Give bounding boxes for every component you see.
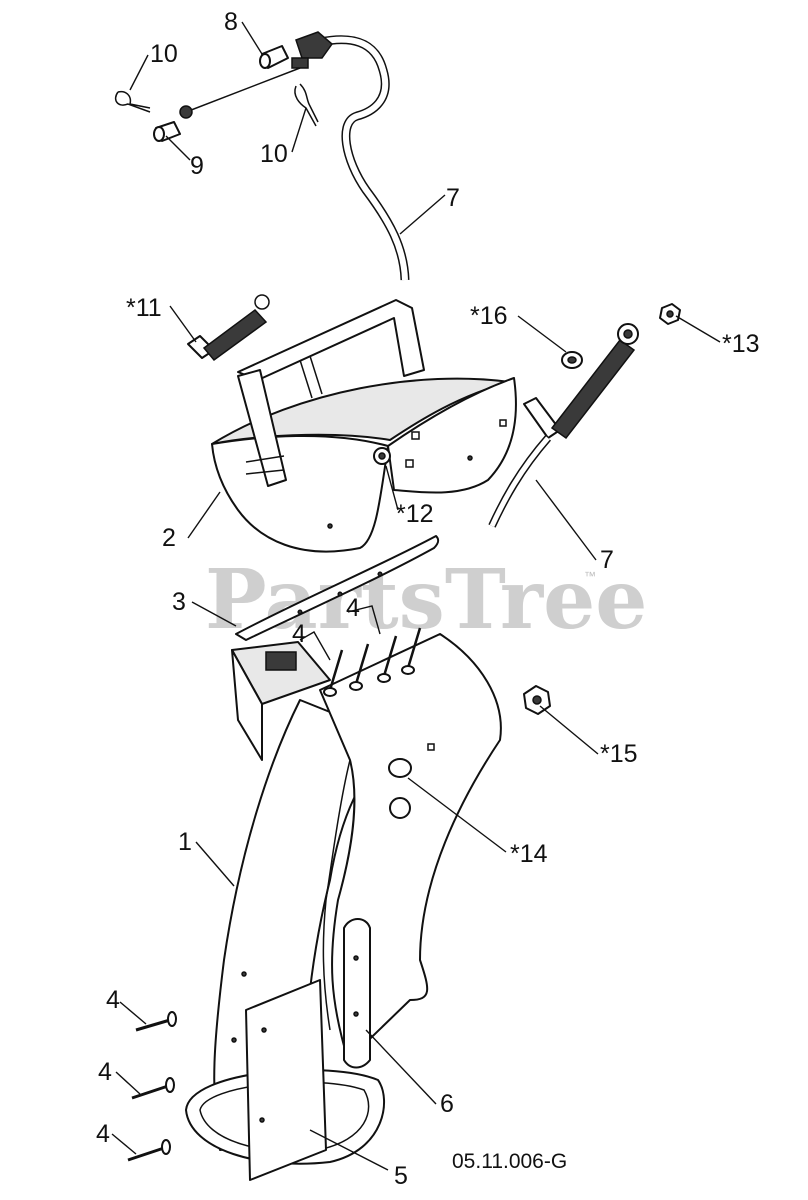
callout-10-mid: 10 <box>260 140 288 168</box>
callout-6: 6 <box>440 1090 454 1118</box>
callout-16: *16 <box>470 302 508 330</box>
part-13-nut[interactable] <box>659 303 681 325</box>
callout-15: *15 <box>600 740 638 768</box>
callout-5: 5 <box>394 1162 408 1190</box>
part-2-chute-deflector[interactable] <box>211 299 517 553</box>
callout-13: *13 <box>722 330 760 358</box>
callout-12: *12 <box>396 500 434 528</box>
callout-4-low-2: 4 <box>98 1058 112 1086</box>
part-7-cable-upper[interactable] <box>179 31 410 281</box>
part-10-hairpin-clip-mid[interactable] <box>294 83 319 127</box>
part-15-nut[interactable] <box>523 685 551 715</box>
callout-10-top: 10 <box>150 40 178 68</box>
part-4-rivet-low-3[interactable] <box>127 1139 171 1162</box>
part-4-rivet-low-1[interactable] <box>135 1011 177 1032</box>
callout-11: *11 <box>126 294 162 322</box>
part-7-cable-right[interactable] <box>488 323 639 528</box>
callout-7-right: 7 <box>600 546 614 574</box>
part-5-plate[interactable] <box>245 979 327 1181</box>
callout-1: 1 <box>178 828 192 856</box>
callout-4-low-3: 4 <box>96 1120 110 1148</box>
callout-14: *14 <box>510 840 548 868</box>
part-14-bolt[interactable] <box>388 758 412 778</box>
part-10-hairpin-clip-top[interactable] <box>114 90 151 113</box>
part-11-spring[interactable] <box>187 294 270 362</box>
part-9-pin[interactable] <box>153 121 181 142</box>
part-8-pin[interactable] <box>259 45 289 69</box>
callout-4-top-left: 4 <box>292 620 306 648</box>
part-4-rivets-top[interactable] <box>323 627 422 697</box>
part-12-bolt[interactable] <box>373 447 391 465</box>
callout-2: 2 <box>162 524 176 552</box>
part-3-seal-strip[interactable] <box>235 535 440 641</box>
callout-9: 9 <box>190 152 204 180</box>
part-6-side-strip[interactable] <box>343 918 371 1069</box>
watermark-trademark: ™ <box>584 569 596 583</box>
watermark-text: PartsTree <box>205 552 647 648</box>
figure-code: 05.11.006-G <box>452 1150 567 1173</box>
callout-4-top-right: 4 <box>346 594 360 622</box>
part-1-chute[interactable] <box>185 633 502 1181</box>
leader-lines <box>111 21 721 1171</box>
part-4-rivet-low-2[interactable] <box>131 1077 175 1100</box>
callout-8: 8 <box>224 8 238 36</box>
callout-7-top: 7 <box>446 184 460 212</box>
callout-4-low-1: 4 <box>106 986 120 1014</box>
callout-3: 3 <box>172 588 186 616</box>
part-16-washer[interactable] <box>561 351 583 369</box>
